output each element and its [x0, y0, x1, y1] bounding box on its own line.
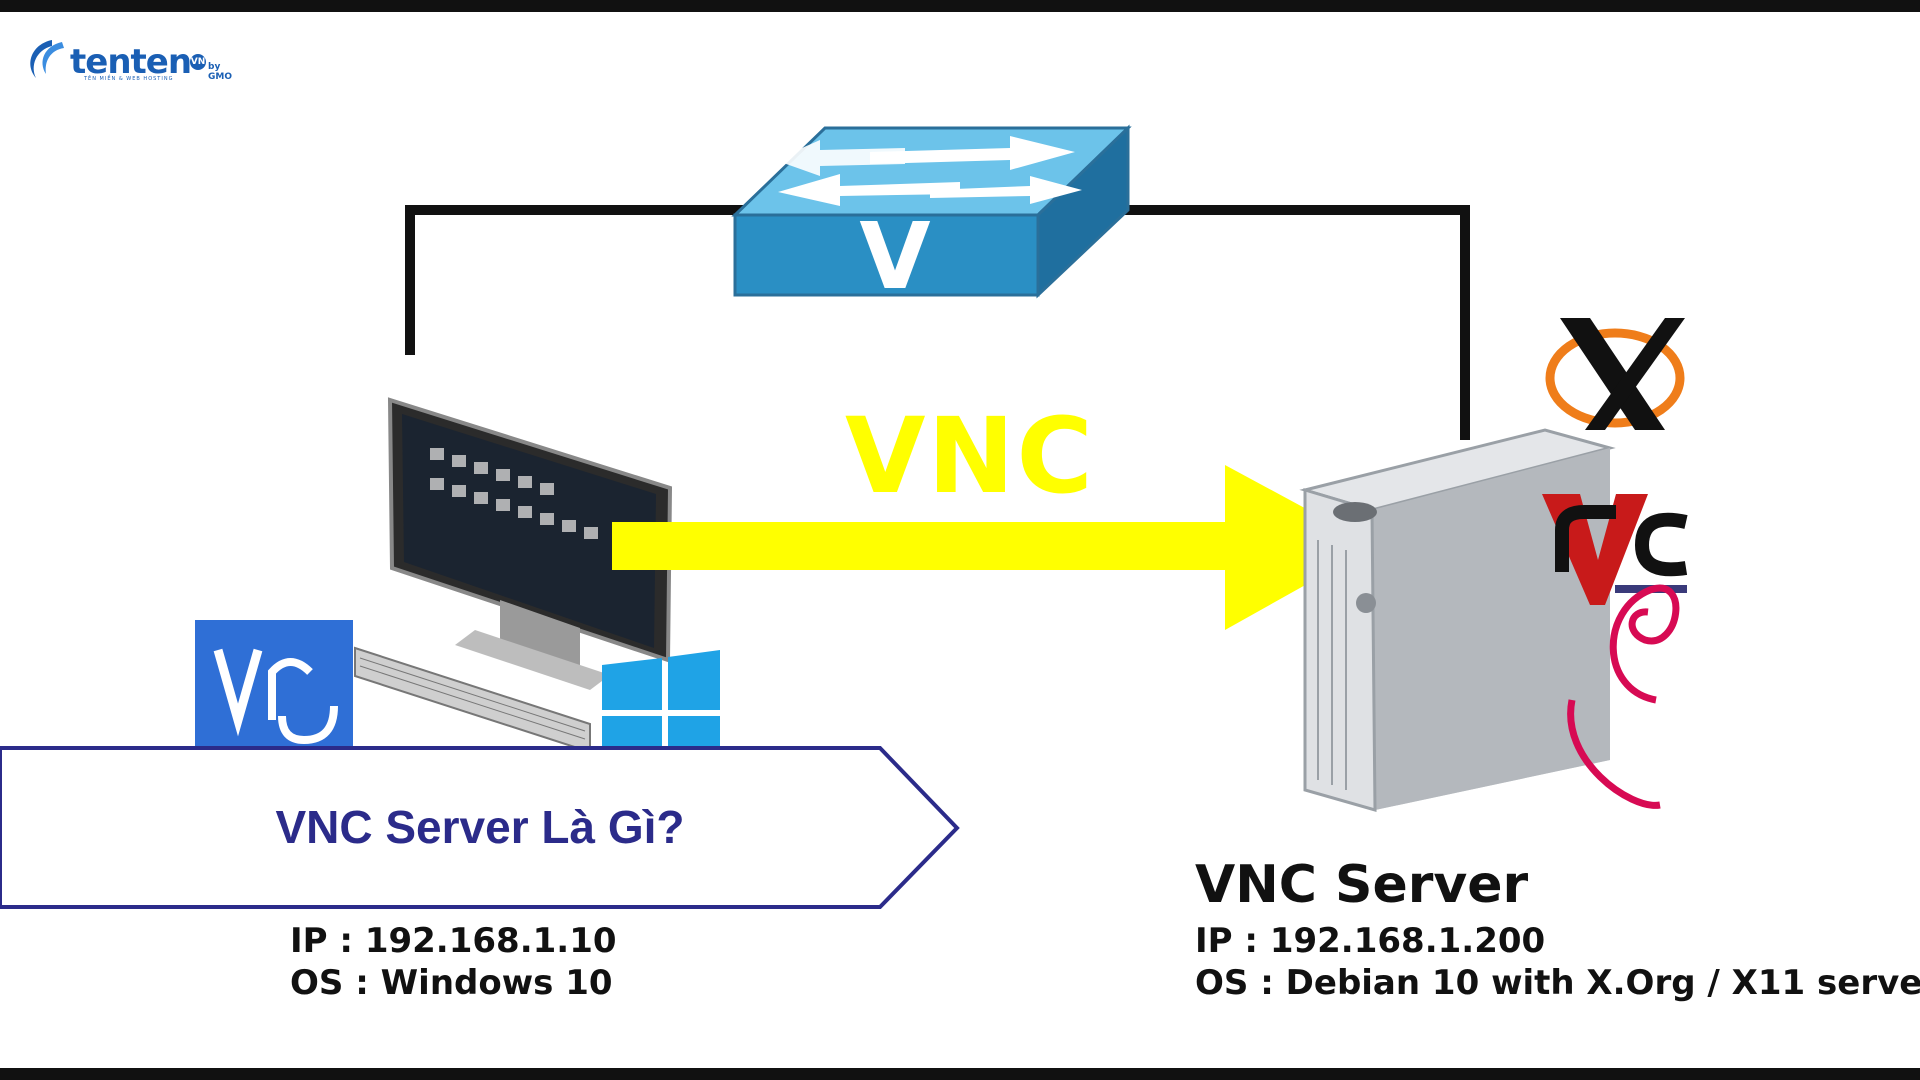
client-os: OS : Windows 10	[290, 963, 613, 1003]
logo-suffix: by GMO	[208, 62, 232, 82]
server-title: VNC Server	[1195, 855, 1529, 915]
server-os: OS : Debian 10 with X.Org / X11 serve	[1195, 963, 1920, 1003]
server-ip: IP : 192.168.1.200	[1195, 921, 1546, 961]
tenten-swoosh-icon	[30, 40, 64, 78]
windows-logo-icon	[602, 650, 720, 750]
title-banner-shape	[0, 746, 960, 909]
top-border	[0, 0, 1920, 12]
client-computer-icon	[354, 397, 673, 754]
logo-tagline: TÊN MIỀN & WEB HOSTING	[84, 76, 174, 82]
vnc-server-tower-icon	[1299, 428, 1616, 812]
banner-title: VNC Server Là Gì?	[275, 801, 685, 853]
bottom-border	[0, 1068, 1920, 1080]
xorg-logo-icon	[1545, 318, 1685, 430]
client-info: IP : 192.168.1.10 OS : Windows 10	[290, 920, 617, 1004]
logo-name: tenten	[70, 42, 192, 82]
tenten-logo[interactable]: tenten VN by GMO TÊN MIỀN & WEB HOSTING	[22, 36, 232, 86]
network-switch-icon: V	[731, 124, 1132, 310]
switch-letter: V	[859, 203, 930, 310]
server-info: IP : 192.168.1.200 OS : Debian 10 with X…	[1195, 920, 1920, 1004]
debian-logo-icon	[1567, 584, 1680, 809]
logo-badge: VN	[190, 54, 206, 70]
vnc-connection-arrow	[612, 465, 1375, 630]
vnc-viewer-logo-icon	[195, 620, 353, 755]
client-ip: IP : 192.168.1.10	[290, 921, 617, 961]
vnc-protocol-label: VNC	[845, 395, 1095, 517]
